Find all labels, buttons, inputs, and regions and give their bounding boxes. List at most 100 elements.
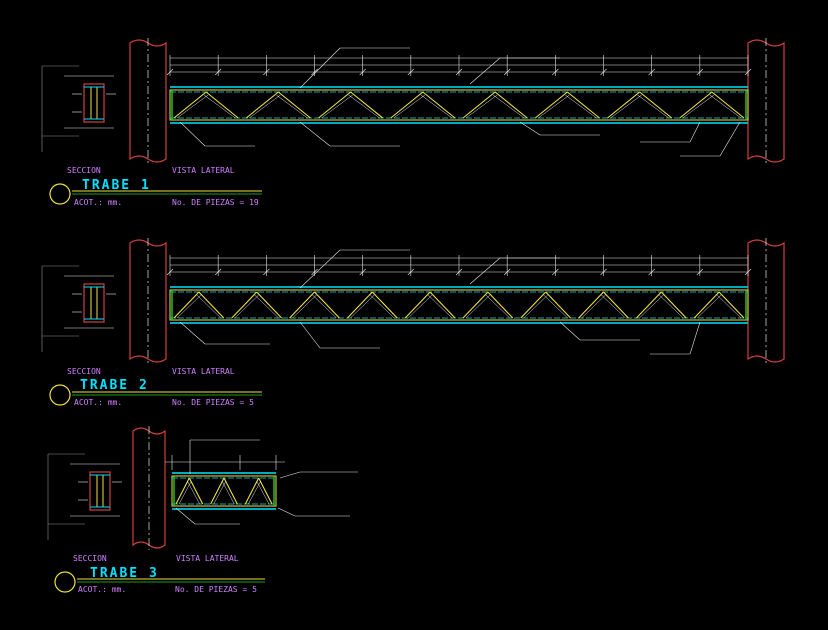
beam-1-view-label: VISTA LATERAL [172,166,235,175]
beam-2-dim-slash-2 [263,268,270,276]
beam-1-diagonal-3-a [390,91,424,119]
beam-2-diagonal-2-c [292,294,317,319]
beam-2-dim-slash-1 [214,268,222,276]
beam-1-diagonal-3-b [422,91,456,119]
beam-2-diagonal-7-a [578,291,604,319]
beam-2-diagonal-6-b [545,291,571,319]
beam-1-dim-slash-10 [648,68,655,76]
beam-3-diagonal-0-c [178,480,192,505]
beam-3-diagonal-1-a [210,477,225,505]
beam-1-pieces: No. DE PIEZAS = 19 [172,198,259,207]
beam-3-diagonal-0-b [188,477,204,505]
beam-1-dim-slash-0 [166,68,174,76]
beam-2-leader-5 [689,321,701,355]
beam-2-diagonal-8-b [660,291,687,319]
beam-2-diagonal-9-d [716,294,742,319]
beam-3-title: TRABE 3 [90,566,159,581]
beam-3-view-label: VISTA LATERAL [176,554,239,563]
beam-2-leader-2 [179,321,206,345]
beam-3-diagonal-2-c [248,480,261,505]
beam-1-dim-slash-2 [263,68,270,76]
beam-1-diagonal-0-c [176,94,209,119]
beam-2-dim-slash-0 [166,268,174,276]
beam-1-diagonal-1-a [245,91,279,119]
beam-3-diagonal-1-b [223,477,238,505]
beam-1-dim-slash-3 [311,68,318,76]
beam-2-diagonal-7-c [581,294,606,319]
beam-1-dim-slash-1 [214,68,222,76]
beam-1-diagonal-1-d [276,94,308,119]
beam-2-dim-slash-4 [359,268,366,276]
beam-2-diagonal-4-c [408,294,433,319]
beam-2-leader-0 [299,249,341,289]
beam-1-dim-slash-12 [744,68,752,76]
beam-3-truss-frame [171,475,277,507]
beam-1-dim-slash-9 [600,68,607,76]
beam-1-diagonal-2-d [348,94,380,119]
beam-3-diagonal-1-d [221,480,235,505]
beam-2-diagonal-7-d [601,294,626,319]
beam-2-diagonal-5-b [487,291,514,319]
beam-1-leader-5 [689,121,701,143]
beam-1-column-left [129,39,167,163]
beam-1-dim-slash-8 [552,68,559,76]
beam-2-diagonal-8-d [659,294,684,319]
beam-1-dim-slash-5 [407,68,415,76]
beam-2-diagonal-2-b [314,291,340,319]
beam-1-diagonal-0-b [205,91,239,119]
beam-1-title: TRABE 1 [82,178,151,193]
beam-2-diagonal-5-c [465,294,491,319]
beam-1-diagonal-4-a [462,91,496,119]
beam-1-title-circle [49,183,71,205]
beam-1-diagonal-2-a [318,91,351,119]
beam-2-diagonal-1-c [234,294,259,319]
beam-2-diagonal-8-c [639,294,664,319]
beam-2-leader-4 [559,321,581,341]
beam-1-leader-2 [519,121,541,136]
beam-1-diagonal-5-d [565,94,597,119]
beam-2-diagonal-0-a [173,291,200,319]
beam-1-diagonal-4-c [465,94,498,119]
beam-1-diagonal-5-a [534,91,568,119]
beam-2-diagonal-4-a [404,291,431,319]
beam-1-diagonal-0-d [203,94,236,119]
beam-2-diagonal-2-d [312,294,337,319]
beam-1-diagonal-3-c [393,94,426,119]
beam-3-diagonal-2-d [256,480,270,505]
beam-1-diagonal-7-d [709,94,742,119]
beam-2-diagonal-0-c [176,294,202,319]
beam-1-diagonal-3-d [420,94,453,119]
beam-1-leader-0 [299,47,341,89]
beam-3-title-circle [54,571,76,593]
beam-2-section-label: SECCION [67,367,101,376]
beam-2-title: TRABE 2 [80,378,149,393]
beam-1-leader-4 [299,121,331,147]
beam-3-diagonal-0-a [175,477,190,505]
beam-1-dim-slash-7 [503,68,511,76]
beam-2-diagonal-2-a [289,291,315,319]
beam-2-diagonal-1-a [231,291,258,319]
beam-1-diagonal-7-a [679,91,713,119]
beam-1-diagonal-1-b [278,91,311,119]
beam-2-diagonal-6-d [543,294,568,319]
beam-2-dim-slash-5 [407,268,415,276]
beam-2-diagonal-9-b [718,291,745,319]
beam-2-dim-slash-3 [311,268,318,276]
beam-2-diagonal-7-b [603,291,629,319]
beam-2-leader-3 [299,321,321,349]
beam-1-diagonal-2-c [321,94,353,119]
beam-1-section-label: SECCION [67,166,101,175]
beam-2-section-outline [83,283,105,323]
beam-1-diagonal-7-b [711,91,745,119]
beam-1-diagonal-5-b [567,91,600,119]
beam-3-diagonal-2-b [258,477,273,505]
beam-2-diagonal-9-c [697,294,722,319]
beam-2-diagonal-4-d [427,294,453,319]
beam-2-diagonal-1-b [256,291,282,319]
beam-2-diagonal-3-d [370,294,395,319]
beam-2-diagonal-0-d [196,294,221,319]
beam-1-diagonal-6-a [607,91,640,119]
beam-2-diagonal-9-a [693,291,720,319]
beam-2-dim-slash-8 [552,268,559,276]
